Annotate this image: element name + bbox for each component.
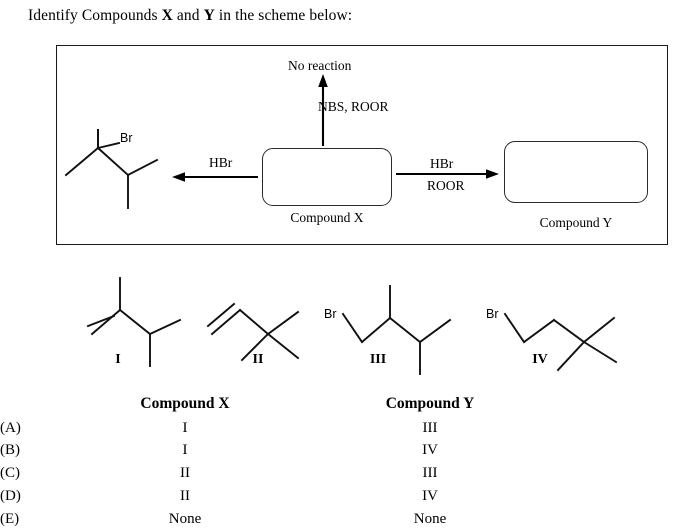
hbr-left-reagent-label: HBr xyxy=(209,155,233,170)
header-compound-y: Compound Y xyxy=(385,395,475,412)
title-suffix: in the scheme below: xyxy=(214,7,353,24)
answer-d-compound-x: II xyxy=(180,487,190,504)
answer-e-compound-y: None xyxy=(413,510,447,527)
table-row[interactable]: (C) II III xyxy=(0,462,550,485)
compound-y-box[interactable] xyxy=(504,141,648,203)
title-prefix: Identify Compounds xyxy=(28,7,162,24)
arrow-up-nbs xyxy=(318,74,328,146)
structure-III: Br xyxy=(324,285,452,375)
no-reaction-label: No reaction xyxy=(288,58,352,73)
table-row[interactable]: (B) I IV xyxy=(0,439,550,462)
nbs-roor-reagent-label: NBS, ROOR xyxy=(318,99,389,114)
answer-d-compound-y: IV xyxy=(422,487,438,504)
header-blank xyxy=(0,392,60,417)
answer-e-compound-x: None xyxy=(168,510,202,527)
candidate-structures-layer: Br Br xyxy=(86,277,618,375)
compound-y-caption: Compound Y xyxy=(539,215,613,230)
answer-key-a: (A) xyxy=(0,419,21,436)
br-atom-label-structure-III: Br xyxy=(324,307,337,321)
answer-table: Compound X Compound Y (A) I III (B) I IV… xyxy=(0,392,550,531)
table-row[interactable]: (E) None None xyxy=(0,508,550,531)
table-header-row: Compound X Compound Y xyxy=(0,392,550,417)
structure-label-I: I xyxy=(115,352,121,367)
structure-II xyxy=(206,302,300,362)
arrow-left-hbr xyxy=(172,172,258,182)
answer-b-compound-y: IV xyxy=(422,442,438,459)
structure-IV: Br xyxy=(486,307,618,372)
answer-key-b: (B) xyxy=(0,442,20,459)
header-compound-x: Compound X xyxy=(140,395,230,412)
answer-c-compound-y: III xyxy=(422,465,438,482)
page-title: Identify Compounds X and Y in the scheme… xyxy=(28,7,352,25)
structure-left-product-2-bromo-2,3-dimethylbutane: Br xyxy=(64,129,159,209)
structure-label-III: III xyxy=(369,352,387,367)
table-row[interactable]: (A) I III xyxy=(0,417,550,440)
br-atom-label-structure-IV: Br xyxy=(486,307,499,321)
answer-a-compound-x: I xyxy=(182,419,188,436)
answer-key-e: (E) xyxy=(0,510,20,527)
table-row[interactable]: (D) II IV xyxy=(0,485,550,508)
answer-key-c: (C) xyxy=(0,465,20,482)
structure-I xyxy=(86,277,182,367)
compound-x-box[interactable] xyxy=(262,148,392,206)
hbr-right-reagent-label: HBr xyxy=(430,156,454,171)
answer-c-compound-x: II xyxy=(180,465,190,482)
title-bold-x: X xyxy=(161,7,173,24)
answer-b-compound-x: I xyxy=(182,442,188,459)
br-atom-label-left-product: Br xyxy=(120,131,133,145)
arrow-right-hbr-roor xyxy=(396,169,499,179)
answer-choices-table: Compound X Compound Y (A) I III (B) I IV… xyxy=(0,392,676,531)
title-bold-y: Y xyxy=(203,7,215,24)
answer-key-d: (D) xyxy=(0,487,21,504)
roor-right-reagent-label: ROOR xyxy=(427,178,465,193)
title-middle: and xyxy=(172,7,204,24)
answer-a-compound-y: III xyxy=(422,419,438,436)
structure-label-IV: IV xyxy=(532,352,548,367)
structure-label-II: II xyxy=(252,352,264,367)
compound-x-caption: Compound X xyxy=(290,210,364,225)
scheme-drawing-layer: Br xyxy=(64,74,499,209)
